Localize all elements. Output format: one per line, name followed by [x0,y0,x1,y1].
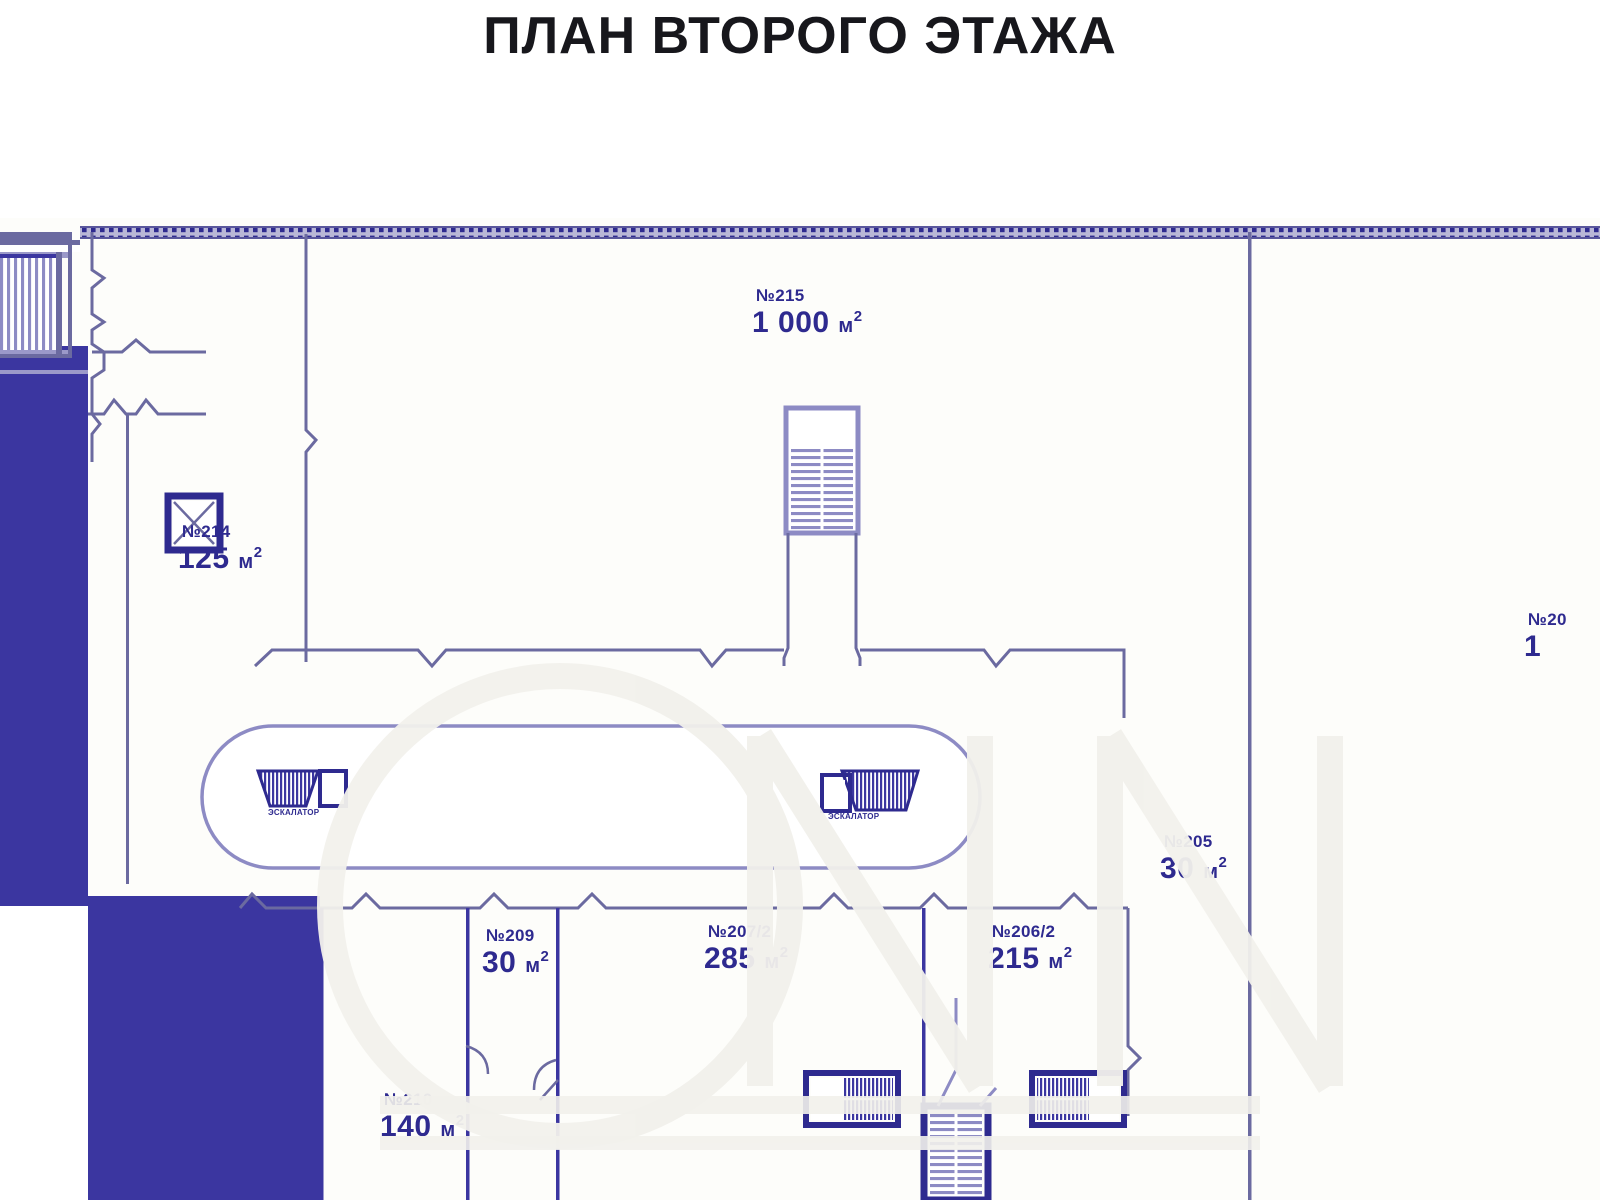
room-area-215: 1 000 м2 [752,306,863,339]
room-label-207-2: №207/2 285 м2 [704,922,789,974]
room-area-205: 30 м2 [1160,852,1228,885]
escalator-left-symbol [255,769,348,808]
staircase-bottom-center-symbol [920,998,998,1200]
room-area-207-2: 285 м2 [704,942,789,975]
lower-horizontal-wall [238,891,1128,910]
room-number-209: №209 [486,926,535,945]
room-number-20x: №20 [1528,610,1567,629]
escalator-right-label: ЭСКАЛАТОР [828,812,880,821]
left-wall-jog-2 [88,397,206,416]
left-wall-jog [90,232,107,462]
room-number-210: №210 [384,1090,433,1109]
column-x-symbol [164,492,224,554]
room-label-210: №210 140 м2 [380,1090,465,1142]
stair-top-left-structure [0,232,88,374]
floor-plan-svg [0,226,1600,1200]
left-inner-partition [126,414,129,884]
room-number-214: №214 [182,522,231,541]
room-205-wall [1126,908,1143,1116]
partition-right [1248,232,1252,910]
door-swing-arcs [465,1044,559,1101]
staircase-bottom-right-symbol [1029,1070,1127,1128]
top-exterior-wall [80,226,1600,239]
escalator-right-symbol [820,769,921,813]
room-label-20x-clipped: №20 1 [1524,610,1567,662]
room-area-209: 30 м2 [482,946,550,979]
room-label-214: №214 125 м2 [178,522,263,574]
escalator-left-label: ЭСКАЛАТОР [268,808,320,817]
floor-plan-drawing: №215 1 000 м2 №214 125 м2 №205 30 м2 №20… [0,218,1600,1200]
mid-horizontal-wall [253,648,1126,718]
partition-214-215 [304,234,319,662]
room-label-215: №215 1 000 м2 [752,286,863,338]
room-label-205: №205 30 м2 [1160,832,1227,884]
left-wall-jog-3 [92,338,206,354]
room-area-206-2: 215 м2 [988,942,1073,975]
corridor-walls-center [782,533,862,666]
room-label-209: №209 30 м2 [482,926,549,978]
left-solid-block [0,346,320,1200]
title-bar: ПЛАН ВТОРОГО ЭТАЖА [0,0,1600,218]
room-area-20x: 1 [1524,630,1542,663]
room-label-206-2: №206/2 215 м2 [988,922,1073,974]
room-area-210: 140 м2 [380,1110,465,1143]
room-number-207-2: №207/2 [708,922,772,941]
room-number-215: №215 [756,286,805,305]
staircase-center-symbol [783,405,861,536]
room-number-205: №205 [1164,832,1213,851]
page-title: ПЛАН ВТОРОГО ЭТАЖА [483,7,1117,65]
room-number-206-2: №206/2 [992,922,1056,941]
room-area-214: 125 м2 [178,542,263,575]
staircase-bottom-left-symbol [803,1070,901,1128]
